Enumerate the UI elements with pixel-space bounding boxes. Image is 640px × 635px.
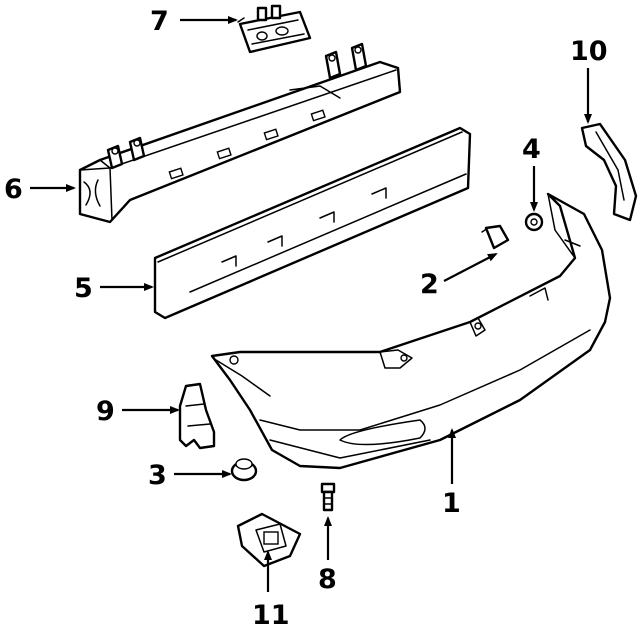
callout-3: 3: [148, 460, 167, 491]
callout-8: 8: [318, 564, 337, 595]
part-11-lamp-bracket: [236, 512, 302, 568]
callout-2: 2: [420, 269, 439, 300]
leader-lines: [30, 16, 592, 592]
callout-7: 7: [150, 6, 169, 37]
callout-10: 10: [570, 36, 608, 67]
callout-6: 6: [4, 174, 23, 205]
callout-9: 9: [96, 396, 115, 427]
part-7-bracket: [237, 4, 312, 54]
part-1-bumper-cover: [210, 192, 612, 470]
part-10-side-bracket: [580, 122, 638, 222]
part-9-bracket: [178, 382, 216, 450]
callout-5: 5: [74, 273, 93, 304]
part-8-bolt: [320, 482, 336, 512]
part-4-retainer: [524, 212, 544, 232]
part-5-energy-absorber: [153, 126, 472, 320]
part-3-grommet: [230, 458, 258, 482]
part-6-reinforcement: [78, 42, 402, 224]
part-2-clip: [481, 224, 510, 250]
leader-2: [443, 253, 498, 282]
callout-labels: 7 6 5 2 4 10 9 3 1 8 11: [4, 6, 608, 631]
callout-1: 1: [442, 488, 461, 519]
callout-11: 11: [252, 600, 290, 631]
callout-4: 4: [522, 134, 541, 165]
